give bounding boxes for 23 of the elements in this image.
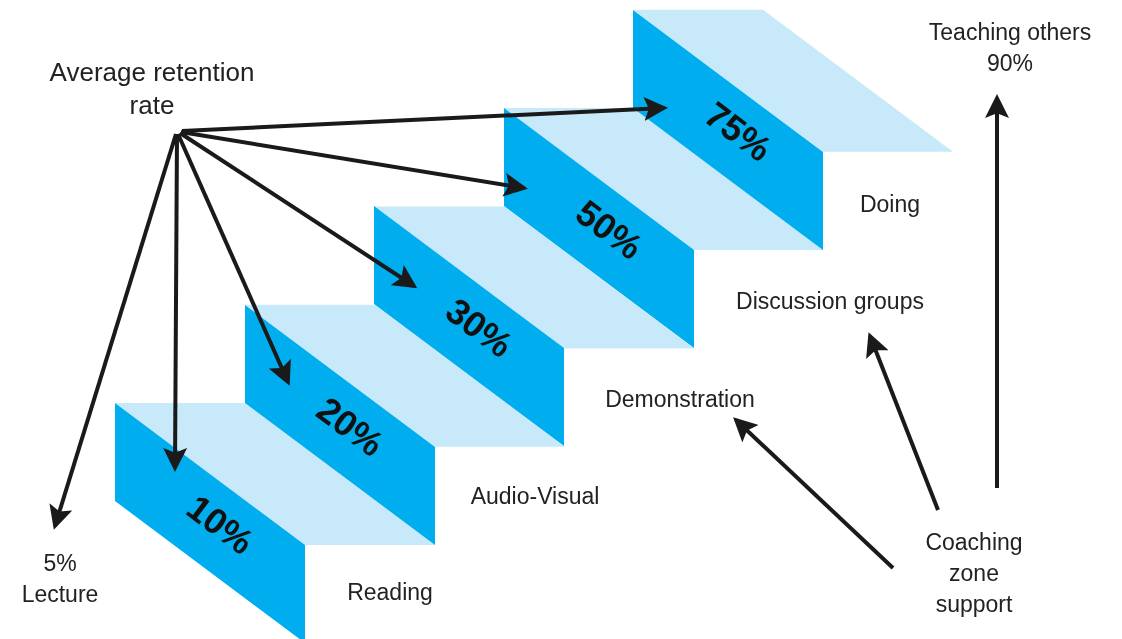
annotation-text: Demonstration bbox=[570, 384, 790, 415]
arrow bbox=[176, 133, 291, 386]
annotation-text: Coaching zone support bbox=[914, 527, 1034, 620]
step-label: Reading bbox=[346, 578, 434, 607]
arrow bbox=[180, 130, 528, 197]
arrow bbox=[163, 134, 188, 472]
retention-percentage: 10% bbox=[178, 486, 262, 564]
annotation-text: Discussion groups bbox=[705, 286, 955, 317]
arrow bbox=[733, 417, 895, 570]
step-label: Doing bbox=[858, 190, 922, 219]
retention-percentage: 50% bbox=[567, 191, 650, 269]
annotation-text: Average retention rate bbox=[37, 56, 267, 122]
retention-percentage: 75% bbox=[696, 93, 780, 171]
arrow bbox=[49, 133, 178, 530]
annotation-text: Teaching others 90% bbox=[915, 17, 1105, 79]
retention-percentage: 30% bbox=[437, 290, 521, 367]
annotation-text: 5% Lecture bbox=[15, 548, 105, 610]
arrow bbox=[985, 94, 1009, 488]
arrow bbox=[181, 96, 668, 133]
retention-percentage: 20% bbox=[308, 388, 391, 466]
arrow bbox=[866, 332, 940, 511]
step-label: Audio-Visual bbox=[469, 482, 601, 511]
arrow bbox=[178, 131, 418, 289]
